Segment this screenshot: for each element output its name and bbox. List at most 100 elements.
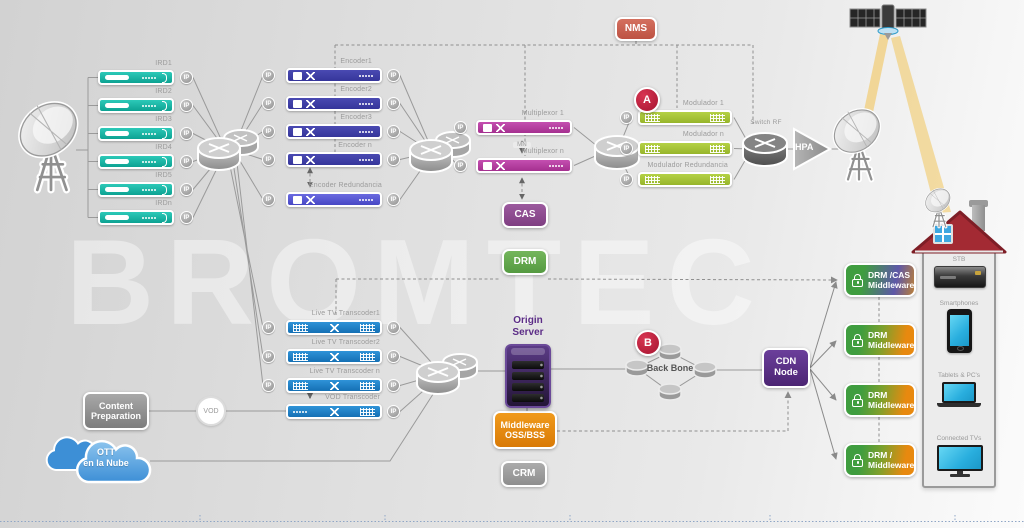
ip-port-badge: IP: [262, 153, 275, 166]
ip-port-badge: IP: [620, 142, 633, 155]
satellite-icon: [849, 4, 927, 40]
ip-port-badge: IP: [262, 350, 275, 363]
backbone-node: [658, 343, 682, 361]
ott-line1: OTT: [97, 447, 115, 457]
ip-port-badge: IP: [262, 69, 275, 82]
ip-port-badge: IP: [180, 155, 193, 168]
device-label: IRD3: [155, 116, 172, 123]
delivery-line1: DRM /: [868, 449, 893, 460]
router-icon: [416, 353, 478, 395]
ip-port-badge: IP: [262, 379, 275, 392]
switch-rf-label: Switch RF: [750, 119, 782, 126]
transcoder-device: [286, 378, 382, 393]
ird-device: [98, 70, 174, 85]
nms-badge: NMS: [615, 17, 657, 41]
ird-device: [98, 98, 174, 113]
uplink-beam: [862, 34, 889, 122]
multiplexor-device: [476, 158, 572, 173]
ip-port-badge: IP: [180, 183, 193, 196]
delivery-line2: Middleware: [868, 460, 915, 470]
delivery-line1: DRM: [868, 329, 888, 340]
device-label: IRD4: [155, 144, 172, 151]
home-device-label: Smartphones: [939, 300, 979, 307]
mn-link-label: MN: [513, 142, 531, 148]
ird-device: [98, 126, 174, 141]
hpa-amplifier-icon: [793, 127, 833, 171]
ip-port-badge: IP: [387, 405, 400, 418]
modulator-device: [638, 110, 732, 125]
ip-port-badge: IP: [387, 321, 400, 334]
delivery-line2: Middleware: [868, 340, 915, 350]
backbone-label: Back Bone: [646, 363, 694, 373]
tv-icon: [937, 445, 983, 477]
cdn-node-badge: CDN Node: [762, 348, 810, 388]
device-label: Multiplexor 1: [521, 110, 564, 117]
transcoder-device: [286, 349, 382, 364]
laptop-icon: [937, 382, 981, 408]
ip-port-badge: IP: [387, 379, 400, 392]
ip-port-badge: IP: [262, 193, 275, 206]
ip-port-badge: IP: [180, 71, 193, 84]
middleware-oss-bss-badge: Middleware OSS/BSS: [493, 411, 557, 449]
home-device-label: STB: [952, 256, 966, 263]
content-prep-label: Content: [99, 400, 133, 411]
backbone-node: [658, 383, 682, 401]
ird-device: [98, 182, 174, 197]
ip-port-badge: IP: [180, 127, 193, 140]
ird-device: [98, 154, 174, 169]
device-label: Live TV Transcoder n: [309, 368, 380, 375]
encoder-device: [286, 152, 382, 167]
device-label: Live TV Transcoder1: [311, 310, 380, 317]
origin-line1: Origin: [513, 315, 543, 326]
device-label: Modulador Redundancia: [647, 162, 728, 169]
modulator-device: [638, 172, 732, 187]
satellite-dish-transmit-icon: [826, 101, 888, 179]
ip-port-badge: IP: [387, 69, 400, 82]
ott-label: OTT en la Nube: [60, 447, 152, 470]
device-label: Encoder1: [340, 58, 372, 65]
device-label: Encoder n: [338, 142, 372, 149]
lock-icon: [852, 333, 863, 347]
device-label: IRD5: [155, 172, 172, 179]
transcoder-device: [286, 320, 382, 335]
device-label: Multiplexor n: [521, 148, 564, 155]
ip-port-badge: IP: [620, 111, 633, 124]
marker-b-badge: B: [635, 330, 661, 356]
bottom-cut-line: [0, 515, 1024, 522]
ip-port-badge: IP: [387, 193, 400, 206]
middleware-label: OSS/BSS: [504, 430, 545, 440]
crm-badge: CRM: [501, 461, 547, 487]
ip-port-badge: IP: [180, 99, 193, 112]
roof-satellite-dish-icon: [920, 186, 957, 229]
content-preparation-badge: Content Preparation: [83, 392, 149, 430]
hpa-label: HPA: [795, 142, 814, 152]
lock-icon: [852, 273, 863, 287]
ip-port-badge: IP: [620, 173, 633, 186]
smartphone-icon: [947, 309, 972, 353]
ott-line2: en la Nube: [83, 458, 129, 469]
ip-port-badge: IP: [454, 159, 467, 172]
origin-server-label: Origin Server: [498, 315, 558, 339]
encoder-device: [286, 96, 382, 111]
lock-icon: [852, 453, 863, 467]
device-label: Encoder Redundancia: [308, 182, 382, 189]
drm-badge: DRM: [502, 249, 548, 275]
home-device-label: Tablets & PC's: [937, 372, 981, 379]
ott-cloud-icon: [45, 436, 152, 484]
multiplexor-device: [476, 120, 572, 135]
stb-icon: [934, 266, 986, 288]
ip-port-badge: IP: [262, 97, 275, 110]
device-label: Encoder3: [340, 114, 372, 121]
ip-port-badge: IP: [387, 350, 400, 363]
encoder-device: [286, 124, 382, 139]
ip-port-badge: IP: [387, 125, 400, 138]
origin-line2: Server: [512, 327, 544, 338]
delivery-line2: Middleware: [868, 400, 915, 410]
device-label: Modulador n: [682, 131, 724, 138]
ip-port-badge: IP: [262, 125, 275, 138]
delivery-line1: DRM /CAS: [868, 269, 911, 280]
vod-badge: VOD: [196, 396, 226, 426]
